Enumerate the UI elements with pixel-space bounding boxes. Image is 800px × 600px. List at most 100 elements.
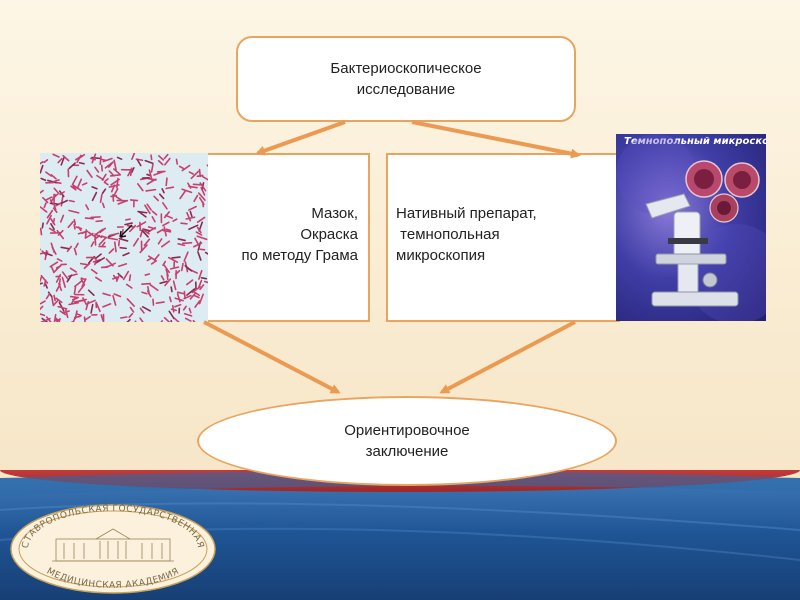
bacterium [60,195,64,207]
left-node-line1: Мазок, [311,205,358,222]
bacterium [95,276,103,282]
bacterium [90,268,98,275]
bacterium [44,283,48,289]
bacterium [181,164,191,172]
bacterium [146,178,157,185]
bacterium [134,320,137,322]
bottom-node: Ориентировочное заключение [197,396,617,486]
bacterium [171,256,181,259]
darkfield-microscope-icon [616,134,766,321]
bacterium [177,243,186,247]
bacterium [68,301,80,306]
bacterium [68,199,75,203]
bacterium [162,202,168,210]
bacterium [62,154,70,162]
bacterium [132,237,140,247]
bacterium [100,235,108,239]
bacterium [176,291,185,295]
bacterium [175,158,179,165]
bacterium [186,288,196,296]
bacterium [129,167,133,177]
bacterium [165,228,172,232]
bacterium [52,153,60,158]
bacterium [198,196,205,206]
bacterium [150,260,157,265]
bacterium [122,270,130,281]
bacterium [68,209,80,214]
bacterium [67,273,78,278]
bacterium [71,175,78,186]
bacterium [104,178,109,183]
bacterium [87,231,98,239]
bacterium [176,293,181,303]
bacterium [53,313,57,322]
bacterium [165,268,169,277]
bacterium [169,266,180,270]
bacterium [146,257,152,262]
bacterium [183,312,193,317]
top-node: Бактериоскопическое исследование [236,36,576,122]
bacterium [181,188,193,194]
bacterium [155,301,165,304]
bacterium [52,218,56,225]
right-node-line2: темнопольная [396,226,500,243]
bacterium [71,297,76,304]
bacterium [103,181,109,186]
bacterium [115,274,121,282]
bacterium [193,194,199,203]
bacterium [77,283,86,293]
bacterium [40,300,46,305]
bacterium [157,159,164,166]
bacterium [144,273,151,276]
gram-stain-image [40,153,208,322]
bacterium [188,224,199,231]
bacterium [174,269,181,276]
bacterium [113,241,117,253]
bacterium [200,277,208,280]
bacterium [195,231,203,236]
bacterium [153,171,164,176]
bacterium [44,249,48,261]
right-node-text: Нативный препарат, темнопольная микроско… [396,203,537,266]
bacterium [67,220,74,229]
bacterium [81,278,87,288]
bacterium [108,232,120,237]
bacterium [102,157,113,163]
bacterium [61,271,70,281]
bacterium [177,238,186,242]
bacterium [57,157,63,164]
bacterium [68,162,76,170]
bacterium [79,262,89,266]
bacterium [60,199,69,204]
bacterium [165,177,168,187]
bacterium [86,169,93,179]
bacterium [53,187,60,195]
bacterium [56,229,65,240]
bacterium [40,206,48,213]
bacterium [61,276,66,288]
bacterium [45,252,53,257]
bacterium [75,226,83,230]
bacterium [86,299,96,305]
bacterium [136,159,142,167]
bacterium [147,226,156,230]
bacterium [98,236,107,246]
bacterium [73,315,81,319]
bacterium [163,316,171,322]
bacterium [172,218,178,222]
bacterium [65,309,69,319]
bottom-node-line1: Ориентировочное [344,422,470,439]
bacterium [43,159,49,164]
bacterium [109,174,122,177]
bacterium [70,185,77,191]
bacterium [41,222,44,229]
bacterium [172,280,177,291]
bacterium [182,305,187,311]
bacterium [50,223,55,231]
bacterium [152,298,155,306]
bacterium [173,317,180,322]
bacterium [144,204,151,215]
bacterium [113,293,122,298]
bacterium [50,174,57,180]
bacterium [69,267,77,273]
